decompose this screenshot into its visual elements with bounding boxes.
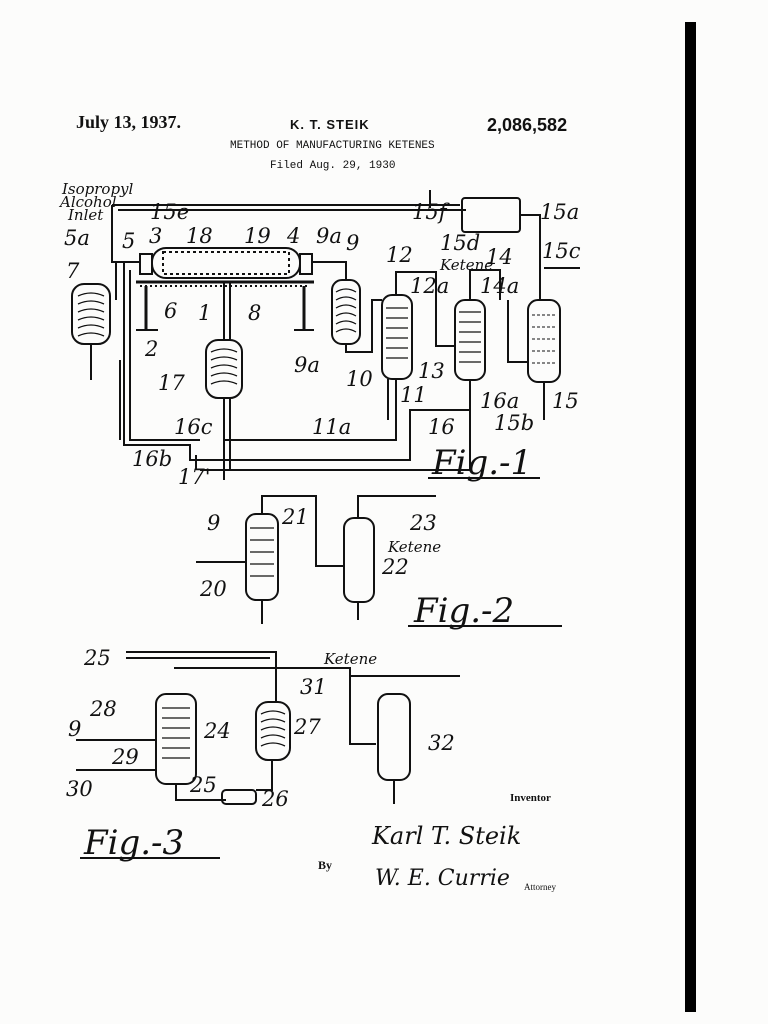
inventor-signature: Karl T. Steik xyxy=(372,822,522,850)
fig3-label: 25 xyxy=(189,773,217,797)
fig1-label: 15f xyxy=(412,200,450,224)
fig1-ketene-text: Ketene xyxy=(439,256,493,274)
fig1-label: 16b xyxy=(132,447,172,471)
inventor-label: Inventor xyxy=(510,792,551,804)
storage-tank xyxy=(461,197,521,233)
fig1-label: 12 xyxy=(386,243,413,267)
fig1-label: 16c xyxy=(174,415,213,439)
fig2-label: 20 xyxy=(199,577,227,601)
fig3-label: 30 xyxy=(66,777,93,801)
fig1-label: 15e xyxy=(150,200,189,224)
fig1-label: 7 xyxy=(66,259,80,283)
inventor-name: K. T. STEIK xyxy=(290,117,370,132)
fig1-label: 15b xyxy=(494,411,534,435)
fig1-label: 16 xyxy=(428,415,455,439)
column-15 xyxy=(527,299,561,383)
fig3-label: 24 xyxy=(203,719,231,743)
fig2-ketene-text: Ketene xyxy=(387,538,441,556)
fig1-label: 11 xyxy=(400,383,427,407)
fig1-label: 1 xyxy=(198,301,211,325)
fig3-label: 28 xyxy=(89,697,117,721)
fig1-inlet-text: Isopropyl xyxy=(61,180,134,198)
fig2-label: 21 xyxy=(281,505,309,529)
filed-date: Filed Aug. 29, 1930 xyxy=(270,160,396,172)
fig3-caption: Fig.-3 xyxy=(83,823,184,863)
fig1-label: 2 xyxy=(144,337,158,361)
fig1-label: 17' xyxy=(178,465,211,489)
fig3-label: 29 xyxy=(111,745,139,769)
fig3-label: 9 xyxy=(68,717,81,741)
fig2-label: 9 xyxy=(207,511,220,535)
fig2-caption: Fig.-2 xyxy=(413,591,514,631)
fig1-label: 12a xyxy=(410,274,449,298)
patent-date: July 13, 1937. xyxy=(76,112,182,132)
fig3-drawing: 25 Ketene 31 28 9 24 27 32 29 30 25 26 F… xyxy=(66,646,460,863)
patent-title: METHOD OF MANUFACTURING KETENES xyxy=(230,140,435,152)
fig3-label: 25 xyxy=(83,646,111,670)
attorney-signature: W. E. Currie xyxy=(375,866,510,891)
fig1-label: 14 xyxy=(486,245,513,269)
fig1-label: 15a xyxy=(540,200,579,224)
fig3-label: 31 xyxy=(300,675,327,699)
fig2-drawing: 9 21 23 Ketene 22 20 Fig.-2 xyxy=(196,495,562,631)
fig1-label: 14a xyxy=(480,274,519,298)
column-20 xyxy=(245,513,279,601)
by-label: By xyxy=(318,858,333,872)
fig3-label: 32 xyxy=(428,731,455,755)
fig1-label: 10 xyxy=(346,367,373,391)
pump-26 xyxy=(221,789,257,805)
fig1-label: 19 xyxy=(244,224,271,248)
fig1-label: 15 xyxy=(552,389,579,413)
fig1-label: 17 xyxy=(158,371,185,395)
fig1-label: 5a xyxy=(64,226,90,250)
fig1-label: 16a xyxy=(480,389,519,413)
patent-number: 2,086,582 xyxy=(487,115,568,135)
fig3-ketene-text: Ketene xyxy=(323,650,377,668)
fig2-label: 23 xyxy=(409,511,437,535)
vessel-22 xyxy=(343,517,375,603)
vessel-32 xyxy=(377,693,411,781)
fig1-label: 9a xyxy=(316,224,342,248)
attorney-label: Attorney xyxy=(524,882,556,892)
fig1-label: 15d xyxy=(440,231,480,255)
fig1-label: 18 xyxy=(186,224,213,248)
fig1-drawing: Isopropyl Alcohol Inlet 15e 15f 15a 5a 5… xyxy=(58,180,581,489)
fig1-label: 6 xyxy=(164,299,177,323)
fig1-label: 11a xyxy=(312,415,351,439)
fig1-caption: Fig.-1 xyxy=(431,443,532,483)
fig1-label: 15c xyxy=(542,239,581,263)
fig1-inlet-text: Alcohol xyxy=(58,193,117,211)
fig3-label: 27 xyxy=(293,715,321,739)
fig1-label: 8 xyxy=(248,301,261,325)
fig1-label: 4 xyxy=(286,224,300,248)
fig3-label: 26 xyxy=(261,787,289,811)
page-edge-shadow xyxy=(685,22,696,1012)
fig2-label: 22 xyxy=(381,555,409,579)
fig1-label: 3 xyxy=(149,224,162,248)
fig1-label: 9 xyxy=(346,231,359,255)
fig1-label: 5 xyxy=(122,229,135,253)
fig1-label: 9a xyxy=(294,353,320,377)
fig1-label: 13 xyxy=(418,359,445,383)
fig1-inlet-text: Inlet xyxy=(67,206,104,224)
